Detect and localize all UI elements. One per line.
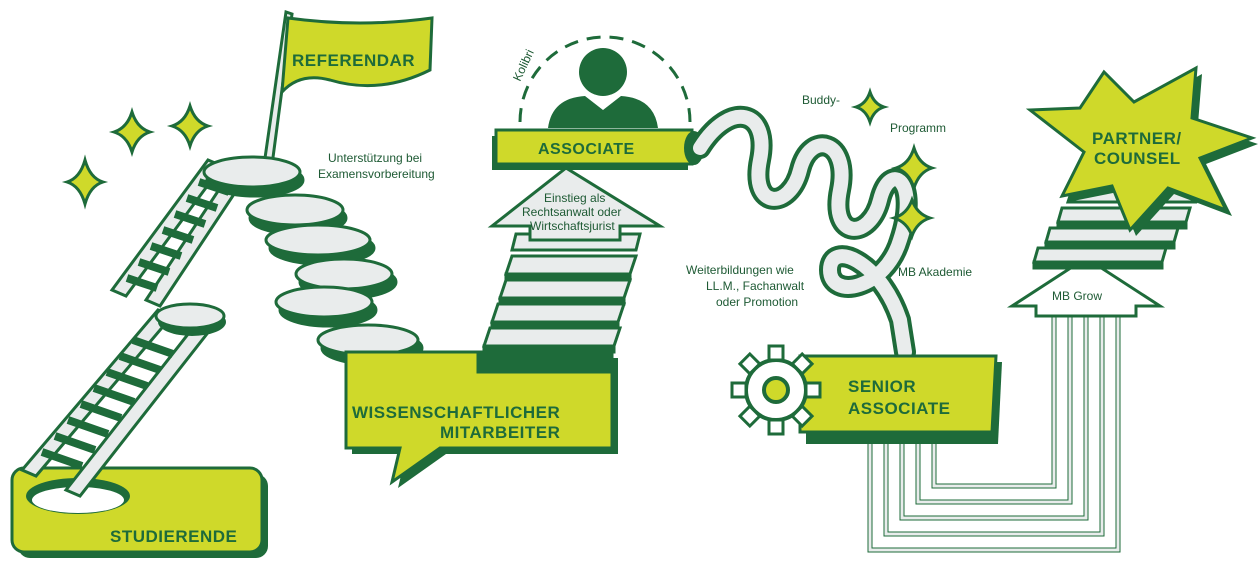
partner-label-2: COUNSEL — [1094, 149, 1181, 168]
starburst-icon — [1025, 65, 1258, 236]
associate-bar — [492, 128, 704, 170]
flag-icon — [262, 10, 434, 167]
sparkle-icon — [166, 100, 214, 152]
examen-note-line1: Unterstützung bei — [328, 151, 422, 165]
sparkle-icon — [61, 154, 109, 210]
akademie-note: MB Akademie — [898, 265, 972, 279]
weiter-note-line3: oder Promotion — [716, 295, 798, 309]
sparkle-icon — [850, 87, 890, 127]
ladder-icon — [19, 308, 213, 498]
wissenschaftlicher-box — [344, 350, 618, 488]
spring-icon — [689, 105, 918, 363]
wissenschaftlicher-label-2: MITARBEITER — [440, 423, 560, 442]
sparkle-icon — [888, 195, 936, 241]
einstieg-note-line2: Rechtsanwalt oder — [522, 205, 621, 219]
associate-label: ASSOCIATE — [538, 141, 635, 158]
step-disc — [154, 302, 226, 336]
wissenschaftlicher-label-1: WISSENSCHAFTLICHER — [352, 403, 560, 422]
einstieg-note-line3: Wirtschaftsjurist — [530, 219, 615, 233]
senior-label-1: SENIOR — [848, 377, 916, 396]
buddy-note-line2: Programm — [890, 121, 946, 135]
partner-label-1: PARTNER/ — [1092, 129, 1182, 148]
referendar-label: REFERENDAR — [292, 51, 415, 70]
studierende-label: STUDIERENDE — [110, 527, 237, 546]
gear-icon — [730, 344, 822, 436]
weiter-note-line2: LL.M., Fachanwalt — [706, 279, 805, 293]
grow-note: MB Grow — [1052, 289, 1102, 303]
sparkle-icon — [890, 142, 938, 194]
person-icon — [548, 48, 658, 128]
senior-associate-box — [798, 354, 1002, 444]
senior-label-2: ASSOCIATE — [848, 399, 950, 418]
weiter-note-line1: Weiterbildungen wie — [686, 263, 794, 277]
pipe-lines-inner — [868, 300, 1120, 552]
einstieg-note-line1: Einstieg als — [544, 191, 605, 205]
buddy-note-line1: Buddy- — [802, 93, 840, 107]
examen-note-line2: Examensvorbereitung — [318, 167, 435, 181]
arrow-icon — [487, 166, 666, 242]
stairs-to-associate — [476, 232, 642, 374]
sparkle-icon — [108, 106, 156, 158]
